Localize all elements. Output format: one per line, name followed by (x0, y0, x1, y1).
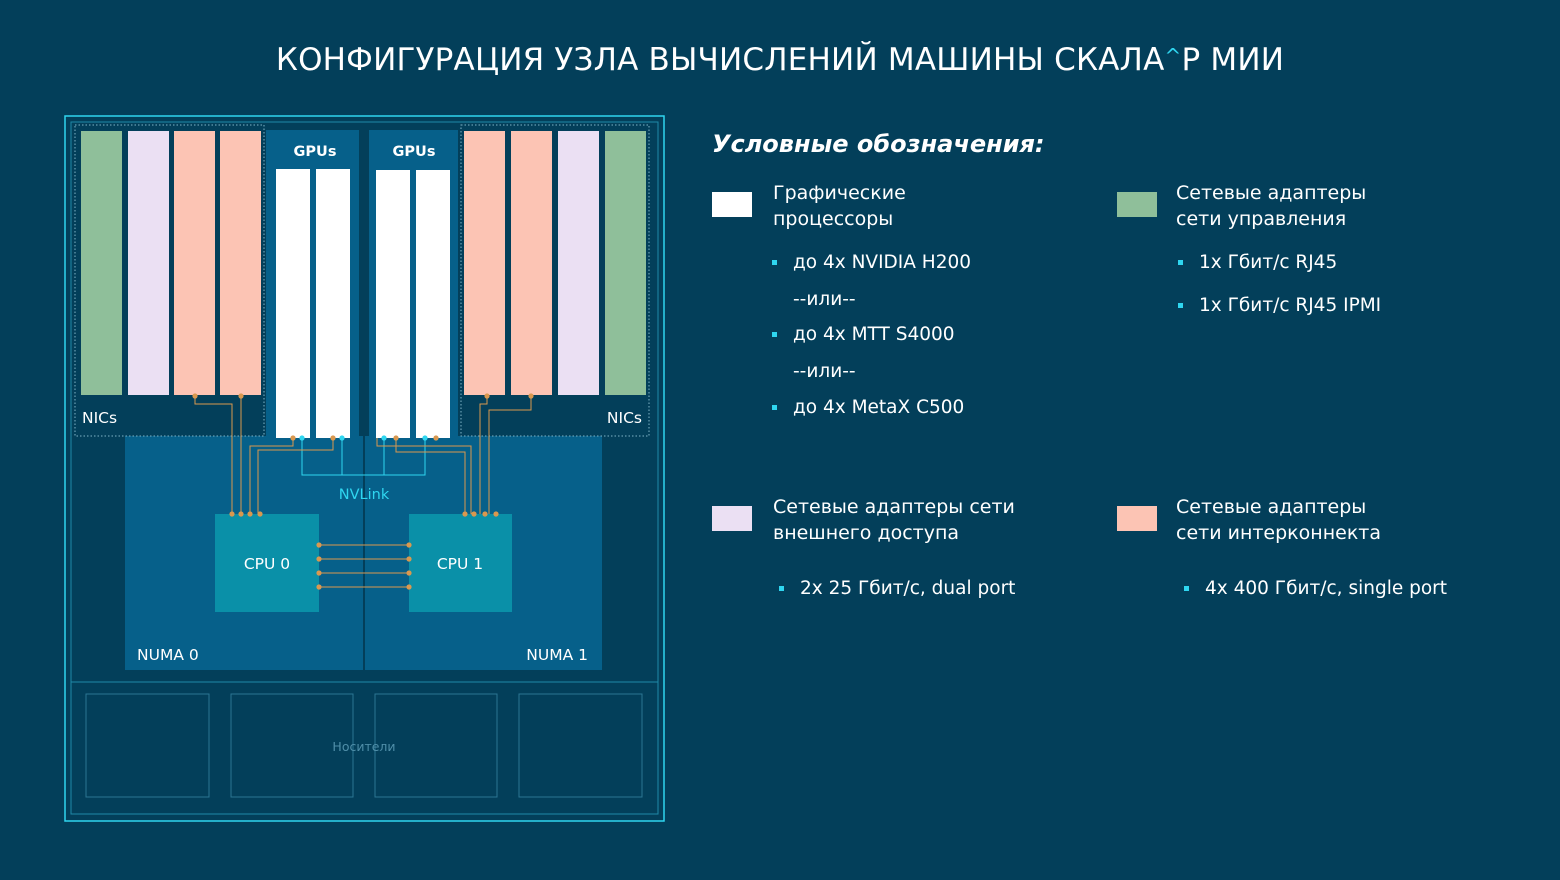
nic-management-right (605, 131, 646, 395)
nic-interconnect-left-1 (174, 131, 215, 395)
legend-gpu-line2: процессоры (773, 208, 894, 230)
legend-gpu-item3: до 4x MetaX C500 (771, 397, 965, 418)
legend-gpu-or2: --или-- (793, 361, 856, 382)
gpu-2 (316, 169, 350, 438)
nvlink-label: NVLink (339, 487, 390, 503)
nvlink-ports (299, 435, 428, 441)
numa1-label: NUMA 1 (526, 646, 588, 664)
legend-swatch-interconnect (1117, 506, 1157, 531)
nics-left-frame (74, 124, 265, 437)
cpu0 (215, 514, 319, 612)
gpus-left-label: GPUs (294, 144, 337, 160)
gpu-4 (416, 170, 450, 438)
legend-swatch-management (1117, 192, 1157, 217)
legend-gpu-item2: до 4x MTT S4000 (772, 324, 955, 345)
title-main: КОНФИГУРАЦИЯ УЗЛА ВЫЧИСЛЕНИЙ МАШИНЫ СКАЛ… (275, 42, 1165, 78)
legend-gpu-or1: --или-- (793, 289, 856, 310)
legend-swatch-external (712, 506, 752, 531)
chassis-outer (64, 115, 665, 822)
nic-interconnect-right-2 (511, 131, 552, 395)
nic-interconnect-left-2 (220, 131, 261, 395)
legend-interconnect-line1: Сетевые адаптеры (1176, 496, 1367, 518)
legend-external-item1: 2x 25 Гбит/с, dual port (778, 578, 1016, 599)
nic-external-right (558, 131, 599, 395)
gpu-1 (276, 169, 310, 438)
legend-swatch-gpu (712, 192, 752, 217)
numa0-label: NUMA 0 (137, 646, 199, 664)
legend-management-line1: Сетевые адаптеры (1176, 182, 1367, 204)
nics-right-frame (460, 124, 650, 437)
legend-management-item2: 1x Гбит/с RJ45 IPMI (1177, 295, 1382, 316)
nics-left-label: NICs (82, 409, 117, 427)
storage-bay-3 (374, 693, 498, 798)
legend-management-line2: сети управления (1176, 208, 1347, 230)
pcie-wires (194, 396, 532, 588)
storage-bay-2 (230, 693, 354, 798)
legend-interconnect-line2: сети интерконнекта (1176, 522, 1382, 544)
legend-gpu-item1: до 4x NVIDIA H200 (772, 252, 971, 273)
cpu1-label: CPU 1 (437, 555, 483, 573)
gpu-3 (376, 170, 410, 438)
storage-label: Носители (332, 739, 395, 754)
legend-external-line2: внешнего доступа (773, 522, 960, 544)
nic-management-left (81, 131, 122, 395)
cpu0-label: CPU 0 (244, 555, 290, 573)
legend-interconnect-item1: 4x 400 Гбит/с, single port (1183, 578, 1448, 599)
nvlink-wires (301, 438, 426, 476)
storage-bay-1 (85, 693, 210, 798)
nic-interconnect-right-1 (464, 131, 505, 395)
storage-bay-4 (518, 693, 643, 798)
nic-external-left (128, 131, 169, 395)
title-tail: Р МИИ (1181, 42, 1285, 78)
nics-right-label: NICs (607, 409, 642, 427)
legend-title: Условные обозначения: (712, 130, 1045, 158)
page-title: КОНФИГУРАЦИЯ УЗЛА ВЫЧИСЛЕНИЙ МАШИНЫ СКАЛ… (0, 42, 1560, 78)
cpu1 (409, 514, 512, 612)
legend-management-item1: 1x Гбит/с RJ45 (1177, 252, 1338, 273)
legend-gpu-line1: Графические (773, 182, 906, 204)
legend-external-line1: Сетевые адаптеры сети (773, 496, 1015, 518)
pcie-ports (192, 393, 534, 590)
title-caret: ^ (1164, 44, 1182, 68)
gpus-right-label: GPUs (393, 144, 436, 160)
chassis-inner (70, 121, 659, 815)
